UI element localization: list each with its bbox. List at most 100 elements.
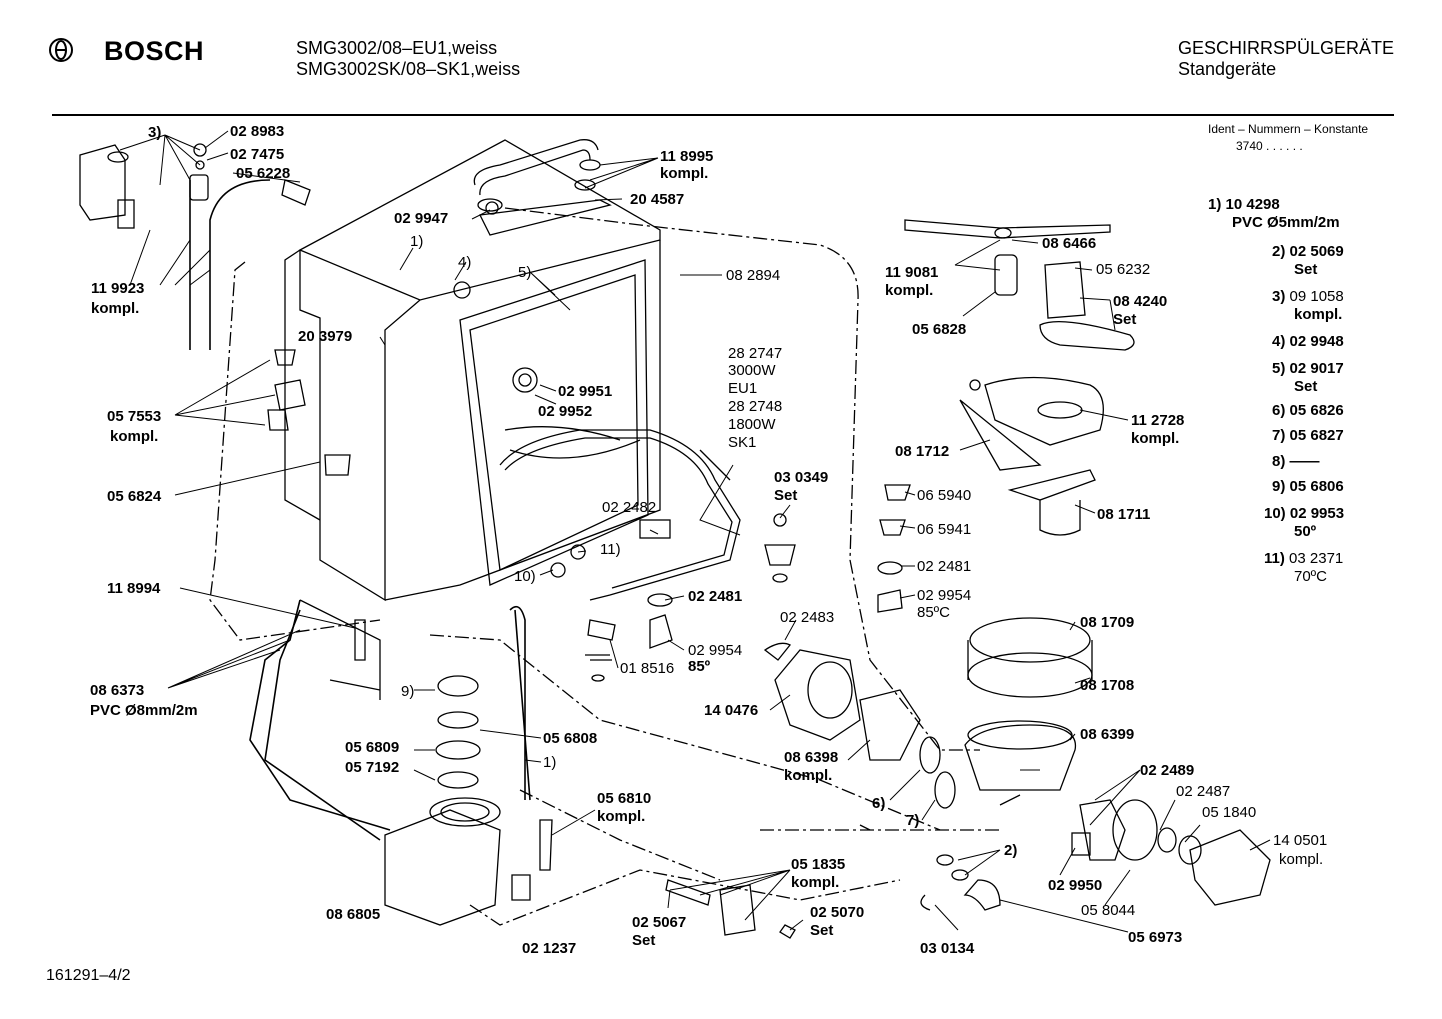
- assembly-outline: [209, 207, 1000, 926]
- temp-85: 85º: [688, 658, 711, 675]
- category-line-2: Standgeräte: [1178, 59, 1277, 79]
- part-051840: 05 1840: [1202, 804, 1257, 821]
- part-025067-set: Set: [632, 932, 656, 949]
- part-119923-kompl: kompl.: [91, 300, 140, 317]
- part-025067: 02 5067: [632, 914, 687, 931]
- part-030349-set: Set: [774, 487, 798, 504]
- tub-frame: [284, 139, 661, 700]
- part-057192: 05 7192: [345, 759, 400, 776]
- legend-item: 10) 02 9953: [1264, 505, 1345, 522]
- part-140476: 14 0476: [704, 702, 759, 719]
- legend-item: 3) 09 1058: [1272, 288, 1344, 305]
- pvc-8mm: PVC Ø8mm/2m: [90, 702, 198, 719]
- part-081711: 08 1711: [1097, 506, 1151, 523]
- part-051835-kompl: kompl.: [791, 874, 840, 891]
- legend-item-detail: PVC Ø5mm/2m: [1232, 214, 1340, 231]
- part-018516: 01 8516: [620, 660, 675, 677]
- legend-item: 4) 02 9948: [1272, 333, 1344, 350]
- legend-item: 6) 05 6826: [1272, 402, 1344, 419]
- ident-value: 3740 . . . . . .: [1236, 139, 1303, 153]
- part-029951: 02 9951: [558, 383, 613, 400]
- part-282747: 28 2747: [728, 345, 783, 362]
- legend-item: 2) 02 5069: [1272, 243, 1344, 260]
- small-parts: [189, 143, 1091, 939]
- legend-item: 1) 10 4298: [1208, 196, 1280, 213]
- part-056810: 05 6810: [597, 790, 652, 807]
- bosch-logo: [48, 37, 74, 68]
- part-022481: 02 2481: [688, 588, 743, 605]
- callout-9: 9): [401, 683, 415, 700]
- part-029954: 02 9954: [688, 642, 743, 659]
- part-056228: 05 6228: [236, 165, 291, 182]
- part-025070-set: Set: [810, 922, 834, 939]
- part-203979: 20 3979: [298, 328, 353, 345]
- part-056808: 05 6808: [543, 730, 598, 747]
- part-119081: 11 9081: [885, 264, 939, 281]
- part-022481b: 02 2481: [917, 558, 972, 575]
- part-029954b: 02 9954: [917, 587, 972, 604]
- legend-item: 9) 05 6806: [1272, 478, 1344, 495]
- part-029950: 02 9950: [1048, 877, 1103, 894]
- model-line-1: SMG3002/08–EU1,weiss: [296, 38, 498, 58]
- part-086399: 08 6399: [1080, 726, 1135, 743]
- callout-7: 7): [906, 812, 920, 829]
- callout-6: 6): [872, 795, 886, 812]
- part-029952: 02 9952: [538, 403, 593, 420]
- part-118994: 11 8994: [107, 580, 161, 597]
- brand-name: BOSCH: [104, 36, 205, 66]
- part-081708: 08 1708: [1080, 677, 1135, 694]
- part-282748: 28 2748: [728, 398, 783, 415]
- drain-pump: [1079, 799, 1271, 906]
- part-022487: 02 2487: [1176, 783, 1231, 800]
- softener-box: [79, 144, 135, 229]
- heater-3000w: 3000W: [728, 362, 776, 379]
- part-204587: 20 4587: [630, 191, 685, 208]
- part-030349: 03 0349: [774, 469, 829, 486]
- part-118995: 11 8995: [660, 148, 714, 165]
- part-030134: 03 0134: [920, 940, 975, 957]
- part-140501: 14 0501: [1273, 832, 1328, 849]
- part-029947: 02 9947: [394, 210, 449, 227]
- part-022489: 02 2489: [1140, 762, 1195, 779]
- part-086805: 08 6805: [326, 906, 381, 923]
- legend-item: 5) 02 9017: [1272, 360, 1344, 377]
- heater-eu1: EU1: [728, 380, 758, 397]
- callout-4: 4): [458, 254, 472, 271]
- part-028983: 02 8983: [230, 123, 285, 140]
- part-027475: 02 7475: [230, 146, 285, 163]
- legend-item: 7) 05 6827: [1272, 427, 1344, 444]
- part-081712: 08 1712: [895, 443, 950, 460]
- part-119081-kompl: kompl.: [885, 282, 934, 299]
- part-084240: 08 4240: [1113, 293, 1168, 310]
- part-056809: 05 6809: [345, 739, 400, 756]
- part-051835: 05 1835: [791, 856, 846, 873]
- filter-assembly: [964, 617, 1093, 791]
- part-140501-kompl: kompl.: [1279, 851, 1324, 868]
- bosch-armature-icon: [49, 38, 73, 62]
- part-057553-kompl: kompl.: [110, 428, 159, 445]
- legend-item-detail: Set: [1294, 378, 1318, 395]
- document-number: 161291–4/2: [46, 967, 131, 984]
- part-057553: 05 7553: [107, 408, 162, 425]
- part-022483: 02 2483: [780, 609, 835, 626]
- heater-element: [499, 429, 741, 601]
- part-112728: 11 2728: [1131, 412, 1185, 429]
- part-081709: 08 1709: [1080, 614, 1135, 631]
- callout-3: 3): [148, 124, 162, 141]
- part-086373: 08 6373: [90, 682, 145, 699]
- part-056824: 05 6824: [107, 488, 162, 505]
- callout-5: 5): [518, 264, 532, 281]
- part-056973: 05 6973: [1128, 929, 1183, 946]
- callout-2: 2): [1004, 842, 1018, 859]
- category-line-1: GESCHIRRSPÜLGERÄTE: [1178, 38, 1395, 58]
- callout-1: 1): [410, 233, 424, 250]
- part-084240-set: Set: [1113, 311, 1137, 328]
- part-118995-kompl: kompl.: [660, 165, 709, 182]
- part-056810-kompl: kompl.: [597, 808, 646, 825]
- model-line-2: SMG3002SK/08–SK1,weiss: [296, 59, 521, 79]
- pump-motor: [774, 649, 921, 761]
- legend-item-detail: 50º: [1294, 523, 1317, 540]
- legend-item-detail: Set: [1294, 261, 1318, 278]
- heater-1800w: 1800W: [728, 416, 776, 433]
